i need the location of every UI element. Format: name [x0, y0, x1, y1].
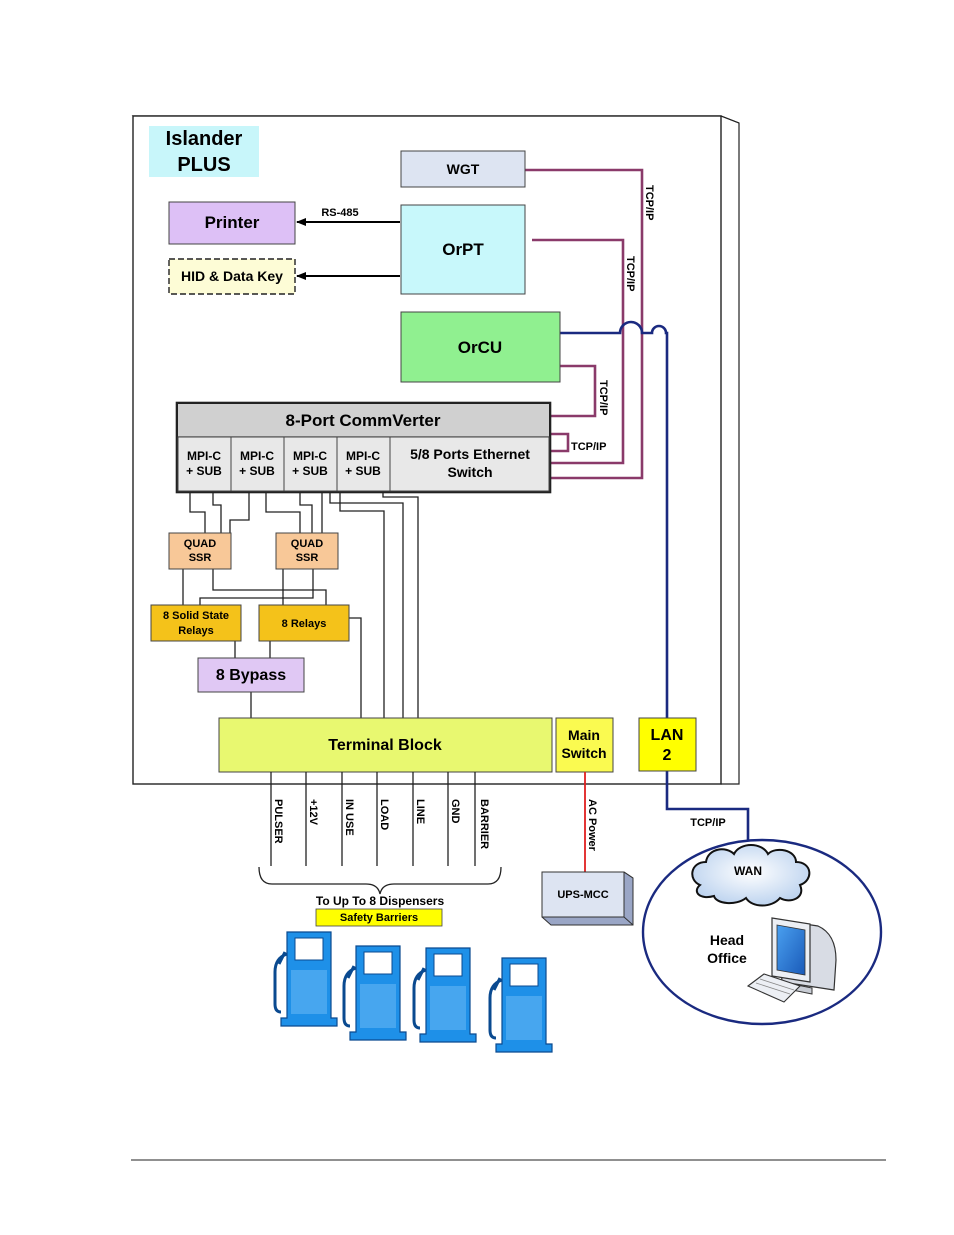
wgt-tcp-link	[525, 168, 644, 480]
terminal-gnd: GND	[449, 799, 461, 824]
ups-mcc-box: UPS-MCC	[541, 871, 634, 926]
svg-text:8 Bypass: 8 Bypass	[216, 667, 286, 684]
printer-label: Printer	[205, 213, 260, 232]
commverter: 8-Port CommVerter MPI-C + SUB MPI-C + SU…	[175, 401, 552, 494]
terminal-12v: +12V	[307, 799, 319, 826]
lan-link	[560, 320, 750, 842]
fuel-pump-icon	[273, 931, 338, 1027]
tcp-label-wgt: TCP/IP	[643, 185, 655, 220]
head-office-line1: Head	[710, 932, 744, 948]
orcu-tcp-link	[549, 364, 597, 418]
fuel-pump-icon	[342, 945, 407, 1041]
commverter-title: 8-Port CommVerter	[286, 411, 441, 430]
svg-text:MPI-C: MPI-C	[240, 449, 274, 463]
title-background	[149, 126, 259, 177]
svg-text:+ SUB: + SUB	[292, 464, 328, 478]
link-labels: RS-485 TCP/IP TCP/IP TCP/IP TCP/IP TCP/I…	[321, 185, 725, 829]
svg-text:QUAD: QUAD	[184, 538, 216, 550]
svg-text:SSR: SSR	[189, 552, 212, 564]
rs485-label: RS-485	[321, 207, 358, 219]
svg-text:Main: Main	[568, 727, 600, 743]
ac-power-label: AC Power	[586, 799, 598, 852]
printer-box: Printer	[168, 201, 296, 245]
svg-text:MPI-C: MPI-C	[346, 449, 380, 463]
terminal-labels: PULSER +12V IN USE LOAD LINE GND BARRIER	[272, 799, 490, 849]
safety-barriers-label: Safety Barriers	[340, 912, 418, 924]
computer-icon	[746, 917, 837, 1003]
svg-text:Switch: Switch	[561, 745, 606, 761]
dispenser-caption-group: To Up To 8 Dispensers Safety Barriers	[315, 894, 445, 927]
orpt-box: OrPT	[400, 204, 526, 295]
svg-text:5/8 Ports Ethernet: 5/8 Ports Ethernet	[410, 446, 530, 462]
ethernet-switch: 5/8 Ports Ethernet Switch	[389, 436, 550, 492]
tcp-label-orcu: TCP/IP	[597, 380, 609, 415]
svg-text:+ SUB: + SUB	[186, 464, 222, 478]
svg-text:Relays: Relays	[178, 625, 213, 637]
svg-text:UPS-MCC: UPS-MCC	[557, 889, 608, 901]
hid-label: HID & Data Key	[181, 268, 283, 284]
main-switch: Main Switch	[555, 717, 614, 773]
head-office-site: WAN Head Office	[641, 838, 883, 1026]
orpt-tcp-link	[532, 238, 625, 465]
relays-box: 8 Relays	[258, 604, 350, 642]
lan-2-port: LAN 2	[638, 717, 697, 772]
svg-text:+ SUB: + SUB	[239, 464, 275, 478]
svg-text:8 Solid State: 8 Solid State	[163, 610, 229, 622]
head-office-line2: Office	[707, 950, 747, 966]
mpi-port-2: MPI-C + SUB	[230, 436, 285, 492]
title-line1: Islander	[166, 128, 243, 150]
svg-text:2: 2	[663, 747, 672, 764]
tcp-label-commverter: TCP/IP	[571, 441, 606, 453]
quad-ssr-1: QUAD SSR	[168, 532, 232, 570]
dispenser-brace	[258, 866, 502, 895]
hid-data-key-box: HID & Data Key	[168, 258, 296, 295]
fuel-pump-icon	[412, 947, 477, 1043]
quad-ssr-2: QUAD SSR	[275, 532, 339, 570]
dispensers-caption: To Up To 8 Dispensers	[316, 894, 445, 908]
wgt-box: WGT	[400, 150, 526, 188]
terminal-barrier: BARRIER	[478, 799, 490, 849]
wgt-label: WGT	[447, 161, 480, 177]
svg-text:QUAD: QUAD	[291, 538, 323, 550]
terminal-load: LOAD	[378, 799, 390, 830]
terminal-pulser: PULSER	[272, 799, 284, 844]
terminal-block: Terminal Block	[218, 717, 553, 773]
terminal-in-use: IN USE	[343, 799, 355, 836]
svg-text:SSR: SSR	[296, 552, 319, 564]
internal-wiring	[182, 491, 419, 718]
solid-state-relays-box: 8 Solid State Relays	[150, 604, 242, 642]
svg-text:MPI-C: MPI-C	[293, 449, 327, 463]
mpi-port-4: MPI-C + SUB	[336, 436, 391, 492]
mpi-port-3: MPI-C + SUB	[283, 436, 338, 492]
commverter-tcp-loop	[549, 432, 570, 453]
svg-text:LAN: LAN	[651, 727, 684, 744]
svg-text:MPI-C: MPI-C	[187, 449, 221, 463]
orpt-output-arrows	[296, 218, 400, 280]
orcu-box: OrCU	[400, 311, 561, 383]
fuel-dispensers	[273, 931, 553, 1053]
orcu-label: OrCU	[458, 338, 502, 357]
svg-text:+ SUB: + SUB	[345, 464, 381, 478]
tcp-ip-links	[525, 168, 644, 480]
bypass-box: 8 Bypass	[197, 657, 305, 693]
product-title: Islander PLUS	[149, 126, 259, 177]
tcp-label-orpt: TCP/IP	[624, 256, 636, 291]
orpt-label: OrPT	[442, 240, 484, 259]
mpi-port-1: MPI-C + SUB	[177, 436, 232, 492]
title-line2: PLUS	[177, 154, 230, 176]
terminal-line: LINE	[414, 799, 426, 824]
terminal-outputs	[270, 772, 476, 866]
wan-label: WAN	[734, 864, 762, 878]
svg-text:8 Relays: 8 Relays	[282, 618, 327, 630]
tcp-label-wan: TCP/IP	[690, 817, 725, 829]
svg-text:Switch: Switch	[447, 464, 492, 480]
svg-text:Terminal Block: Terminal Block	[328, 737, 442, 754]
fuel-pump-icon	[488, 957, 553, 1053]
wan-cloud-icon: WAN	[691, 844, 811, 907]
